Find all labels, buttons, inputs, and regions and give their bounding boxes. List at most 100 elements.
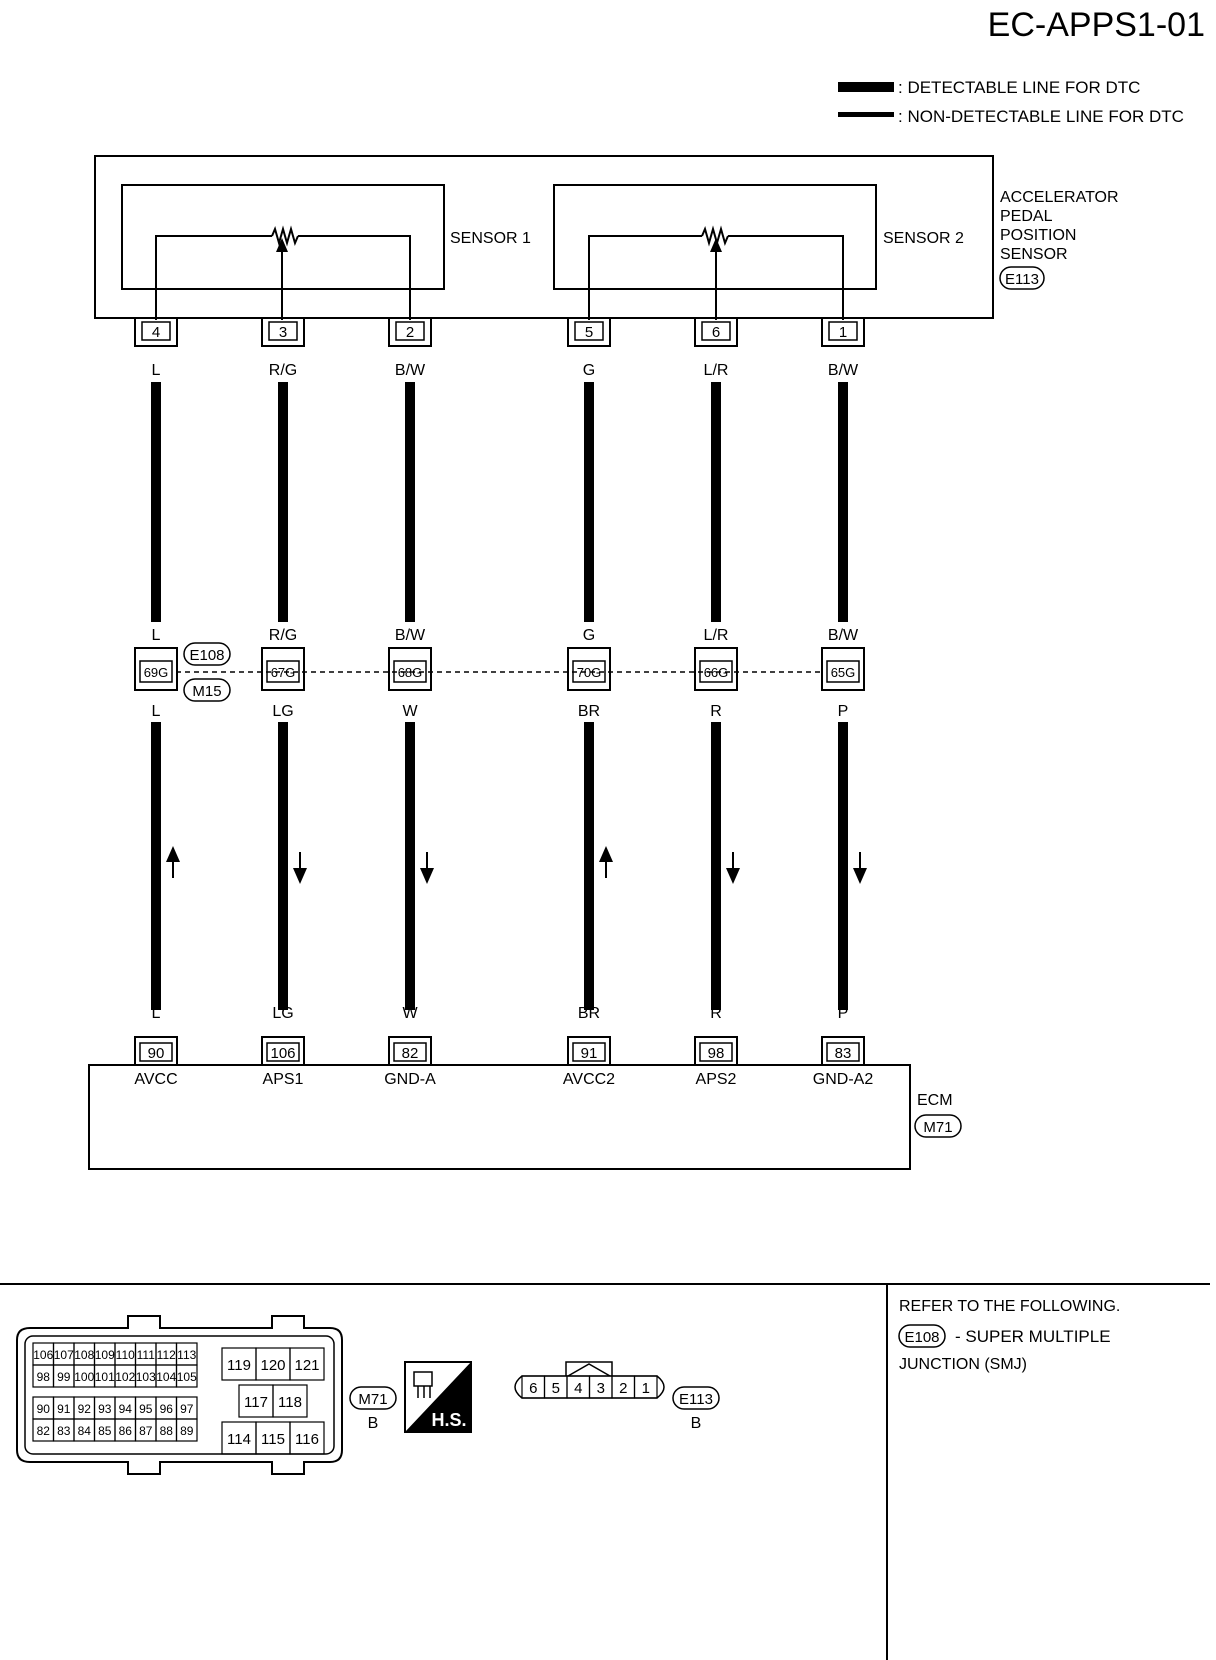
wire-color-smj-bottom: R [710,703,722,720]
sensor-face-pin [633,1375,658,1399]
ecm-face-large-pin [289,1421,325,1455]
wire-color-smj-bottom: L [152,703,161,720]
ecm-face-pin-number: 95 [139,1402,153,1416]
sensor-outer-box [94,155,994,319]
ecm-face-pin-number: 84 [78,1424,92,1438]
ecm-face-pin-number: 82 [37,1424,51,1438]
sensor-pin-number: 4 [152,324,160,341]
ecm-face-pin-number: 98 [37,1370,51,1384]
sensor1-wiring-right [298,235,411,320]
ecm-pin-number: 83 [835,1045,852,1062]
sensor-pin-box [701,321,731,341]
ecm-face-pin-number: 105 [177,1370,197,1384]
wire-color-smj-top: L [152,627,161,644]
wire-lower [405,722,415,1010]
wire-color-ecm: P [838,1005,849,1022]
sensor1-label: SENSOR 1 [450,230,531,247]
ecm-pin-number: 98 [708,1045,725,1062]
sensor-pin-number: 2 [406,324,414,341]
ecm-pin-box [139,1042,173,1062]
sensor2-wiper-arrow-icon [710,238,722,252]
ecm-face-pin-number: 106 [33,1348,53,1362]
ecm-face-pin-number: 96 [160,1402,174,1416]
sensor-name-line2: PEDAL [1000,208,1053,225]
wire-lower [711,722,721,1010]
sensor-face-key [565,1361,613,1376]
wire-color-top: L [152,362,161,379]
legend-thin-line [838,112,894,117]
ecm-face-pin-number: 86 [119,1424,133,1438]
sensor-name-line1: ACCELERATOR [1000,189,1119,206]
ecm-face-pin-number: 109 [95,1348,115,1362]
sensor1-resistor-icon [271,225,299,247]
refer-note: REFER TO THE FOLLOWING. E108 - SUPER MUL… [898,1298,1120,1373]
ecm-face-pin-number: 100 [74,1370,94,1384]
sensor-face-id-badge [672,1386,720,1410]
sensor-pin-box [268,321,298,341]
ecm-face-large-pin-number: 118 [278,1394,302,1411]
ecm-face-large-pin-number: 120 [260,1357,285,1374]
sensor-face-pin-number: 1 [642,1380,650,1397]
arrowhead-up-icon [599,846,613,862]
arrowhead-down-icon [853,868,867,884]
sensor-pin-box [828,321,858,341]
sensor-pin-tab [567,318,611,347]
sensor-pin-number: 6 [712,324,720,341]
sensor-pin-box [574,321,604,341]
sensor1-wiring [155,235,272,320]
smj-pin-number: 65G [831,665,856,680]
ecm-face-inner [24,1335,335,1455]
smj-pin-number: 67G [271,665,296,680]
ecm-face-color: B [368,1415,379,1432]
legend: : DETECTABLE LINE FOR DTC : NON-DETECTAB… [838,78,1184,126]
wire-lower [838,722,848,1010]
legend-detectable-text: : DETECTABLE LINE FOR DTC [898,78,1140,97]
ecm-face-large-pin-number: 119 [227,1357,251,1374]
ecm-signal-name: APS1 [263,1071,304,1088]
smj-bottom-id: M15 [192,683,221,700]
smj-top-id: E108 [189,647,224,664]
refer-line1: - SUPER MULTIPLE [955,1327,1111,1346]
wire-color-smj-top: R/G [269,627,297,644]
ecm-face-id-badge [349,1386,397,1410]
sensor-connector-id-badge [999,266,1045,290]
ecm-face-large-pin-number: 117 [244,1394,268,1411]
wire-color-top: G [583,362,595,379]
ecm-pin-tab [388,1036,432,1064]
ecm-face-large-pin [272,1384,308,1418]
ecm-face-pin [175,1418,198,1442]
ecm-face-outer [16,1315,343,1475]
sensor-name-line3: POSITION [1000,227,1076,244]
ecm-face-pin-number: 87 [139,1424,153,1438]
smj-top-id-badge [183,642,231,666]
sensor-face-color: B [691,1415,702,1432]
ecm-face-pin-number: 107 [54,1348,74,1362]
sensor-pin-tab [261,318,305,347]
refer-connector-id: E108 [904,1329,939,1346]
ecm-pin-tab [567,1036,611,1064]
ecm-pin-tab [821,1036,865,1064]
wire-lower [584,722,594,1010]
sensor2-label: SENSOR 2 [883,230,964,247]
ecm-pin-box [572,1042,606,1062]
ecm-pin-box [393,1042,427,1062]
wire-color-smj-bottom: BR [578,703,600,720]
smj-pin-box [139,660,173,683]
ecm-face-pin [175,1364,198,1388]
sensor-face-pin-number: 3 [597,1380,605,1397]
arrowhead-down-icon [726,868,740,884]
page-title: EC-APPS1-01 [988,6,1205,44]
ecm-face-id-text: M71 [358,1391,387,1408]
sensor-pin-number: 3 [279,324,287,341]
ecm-face-pin-number: 101 [95,1370,115,1384]
wire-lower [278,722,288,1010]
ecm-face-pin-number: 89 [180,1424,194,1438]
sensor-face-pin-number: 6 [529,1380,537,1397]
wire-lower [151,722,161,1010]
wire-color-ecm: W [402,1005,418,1022]
